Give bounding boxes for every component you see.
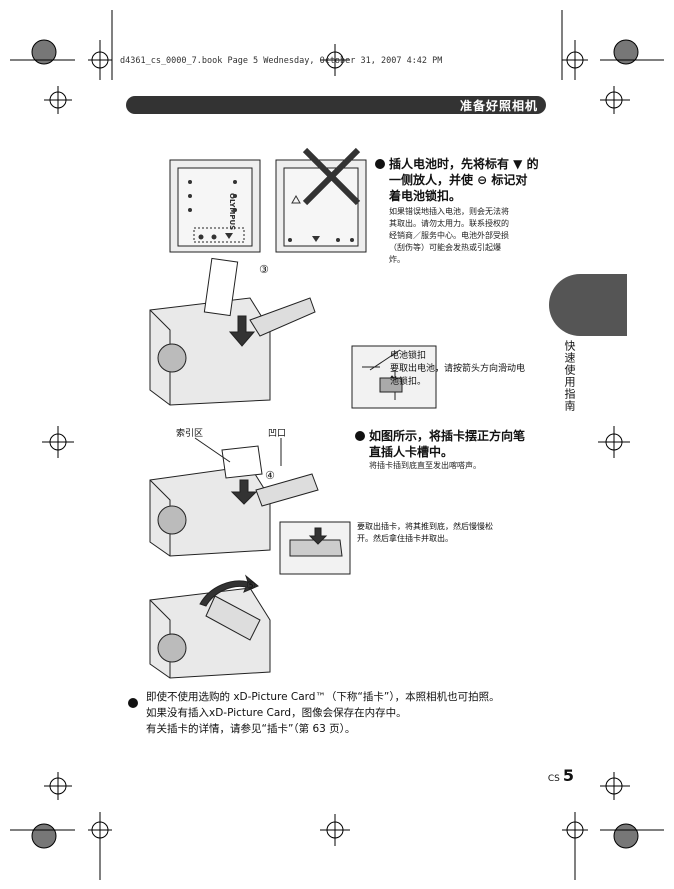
- battery-insert-warning: 如果错误地插入电池，则会无法将 其取出。请勿太用力。联系授权的 经销商／服务中心…: [389, 207, 509, 264]
- bullet-icon: [355, 431, 365, 441]
- notch-label: 凹口: [268, 429, 287, 439]
- card-insert-title: 如图所示，将插卡摆正方向笔 直插人卡槽中。: [355, 428, 555, 460]
- battery-brand-label: OLYMPUS: [228, 193, 236, 230]
- card-insert-note: 将插卡插到底直至发出喀嗒声。: [369, 461, 481, 470]
- battery-insert-instruction: 插人电池时，先将标有 ▼ 的 一侧放人，并使 ⊖ 标记对 着电池锁扣。 如果错误…: [375, 156, 551, 266]
- card-remove-note: 要取出插卡，将其推到底，然后慢慢松 开。然后拿住插卡并取出。: [357, 522, 493, 543]
- step-3-marker: ③: [259, 263, 269, 276]
- battery-insert-title: 插人电池时，先将标有 ▼ 的 一侧放人，并使 ⊖ 标记对 着电池锁扣。: [375, 156, 551, 204]
- section-header-title: 准备好照相机: [459, 99, 538, 113]
- side-tab: [549, 274, 627, 336]
- step-5-marker: ⑤: [246, 579, 256, 592]
- bottom-bullet-icon: [128, 692, 142, 711]
- card-insert-instruction: 如图所示，将插卡摆正方向笔 直插人卡槽中。 将插卡插到底直至发出喀嗒声。: [355, 428, 555, 472]
- print-info-line: d4361_cs_0000_7.book Page 5 Wednesday, O…: [120, 56, 443, 66]
- bullet-icon: [375, 159, 385, 169]
- section-header-bar: 准备好照相机: [126, 96, 546, 114]
- memory-card-notes: 即使不使用选购的 xD-Picture Card™（下称“插卡”），本照相机也可…: [146, 691, 500, 735]
- step-4-marker: ④: [265, 469, 275, 482]
- side-tab-label: 快速使用指南: [563, 340, 576, 412]
- index-area-label: 索引区: [176, 429, 204, 439]
- battery-lock-callout: 电池锁扣 要取出电池，请按箭头方向滑动电 池锁扣。: [390, 351, 526, 387]
